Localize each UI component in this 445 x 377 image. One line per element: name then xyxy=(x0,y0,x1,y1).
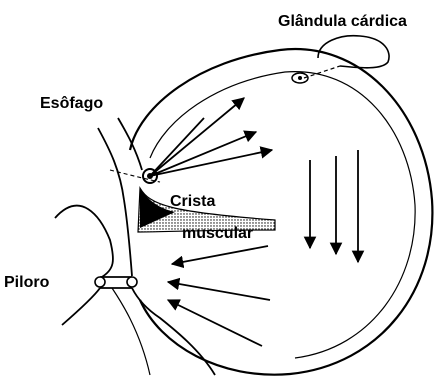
pyloric-flow-arrows xyxy=(168,246,270,346)
intestine-upper-wall xyxy=(55,206,113,278)
esophageal-flow-arrows xyxy=(150,98,272,176)
cardiac-gland-lobe xyxy=(318,36,389,68)
label-pylorus: Piloro xyxy=(4,275,49,291)
stomach-left-wall-lower xyxy=(132,288,215,375)
label-crest: Crista xyxy=(170,194,215,210)
downward-flow-arrows xyxy=(310,150,358,262)
stomach-left-wall-upper xyxy=(124,200,132,276)
intestine-lower-wall xyxy=(62,288,100,325)
label-cardiac-gland: Glândula cárdica xyxy=(278,14,407,30)
esophagus-left-wall xyxy=(98,128,124,200)
label-muscular: muscular xyxy=(182,226,253,242)
esophagus-right-wall xyxy=(118,118,142,170)
label-esophagus: Esôfago xyxy=(40,96,103,112)
